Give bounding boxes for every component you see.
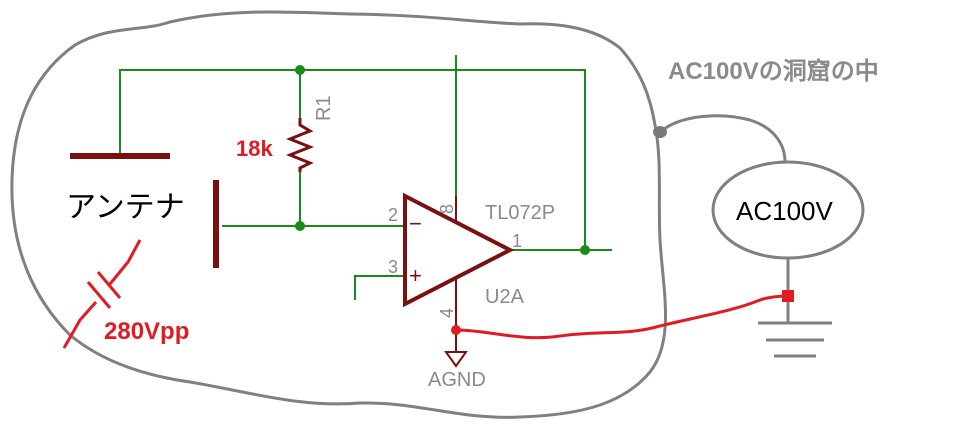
opamp-minus-sign: −: [409, 211, 422, 236]
ac-source-label: AC100V: [736, 196, 833, 226]
pin-8-label: 8: [437, 203, 458, 215]
cave-title: AC100Vの洞窟の中: [668, 58, 879, 85]
red-node-ground: [782, 290, 794, 302]
coupling-voltage-label: 280Vpp: [104, 318, 190, 345]
red-ground-link: [455, 294, 789, 340]
opamp-ref-label: U2A: [485, 286, 524, 308]
pin-2-label: 2: [388, 205, 399, 225]
earth-ground-icon: [758, 321, 832, 358]
wire-junctions: [295, 65, 590, 255]
agnd-symbol-icon: [444, 330, 468, 368]
resistor-value-label: 18k: [236, 136, 273, 161]
red-node-opamp: [451, 325, 461, 335]
pin-3-label: 3: [388, 257, 399, 277]
pin-4-label: 4: [437, 307, 458, 319]
pin-1-label: 1: [512, 231, 523, 251]
ac-cord: [659, 114, 787, 163]
coupling-capacitor-icon: [62, 239, 142, 349]
opamp-triangle: [403, 192, 515, 308]
antenna-label: アンテナ: [66, 191, 185, 224]
resistor-ref-label: R1: [313, 95, 335, 121]
cord-plug: [653, 126, 667, 138]
resistor-r1: [285, 118, 315, 172]
circuit-wires: [119, 55, 612, 300]
agnd-label: AGND: [428, 369, 486, 391]
opamp-plus-sign: +: [409, 263, 422, 288]
cave-outline: [10, 10, 667, 419]
opamp-part-label: TL072P: [485, 202, 556, 224]
